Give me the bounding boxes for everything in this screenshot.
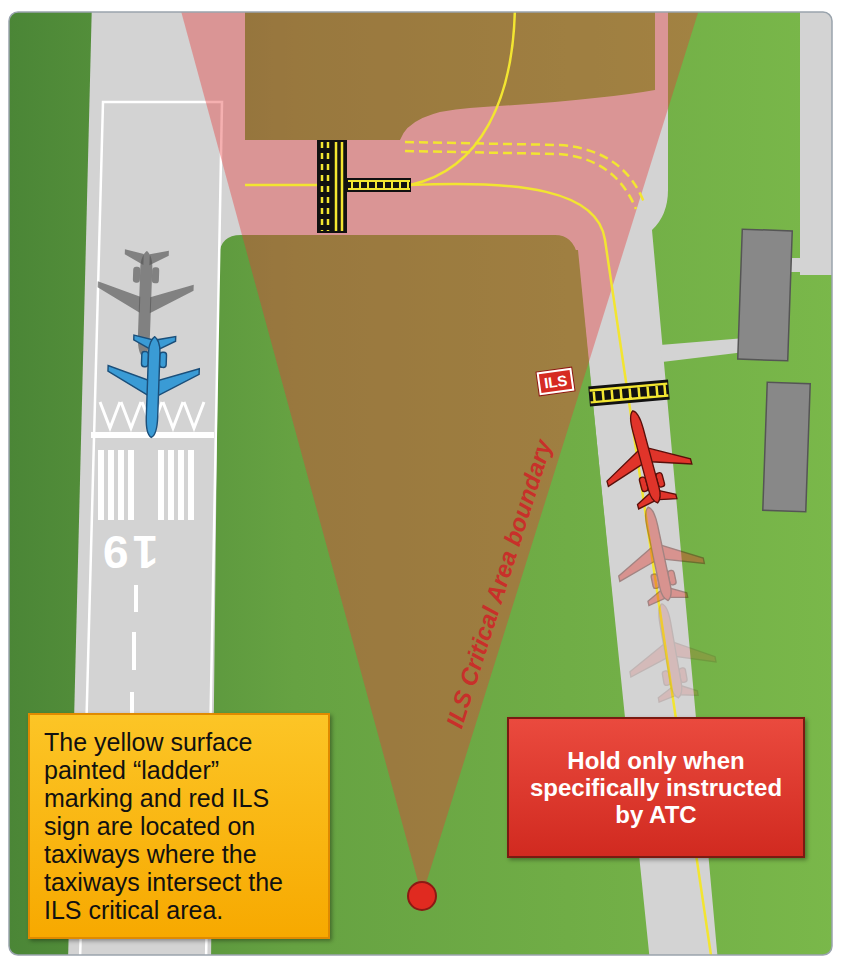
connector-pavement bbox=[785, 258, 832, 272]
marking-ground bbox=[317, 140, 347, 233]
ils-ladder-marking bbox=[347, 178, 411, 192]
runway-number: 19 bbox=[99, 528, 158, 576]
grass bbox=[9, 12, 832, 955]
solid-line bbox=[335, 142, 338, 231]
solid-line bbox=[341, 142, 344, 231]
text-wrap: The yellow surface painted “ladder” mark… bbox=[44, 728, 314, 924]
ladder-lines bbox=[348, 181, 410, 189]
runway-holding-position-marking bbox=[317, 140, 347, 233]
frame bbox=[9, 12, 832, 955]
localizer-antenna bbox=[408, 882, 436, 910]
connector-pavement bbox=[660, 338, 745, 362]
ils-sign: ILS bbox=[537, 368, 575, 396]
hold-box: Hold only when specifically instructed b… bbox=[507, 717, 805, 858]
aircraft-trail bbox=[619, 596, 721, 706]
side-taxiway bbox=[800, 12, 832, 275]
aircraft-trail bbox=[606, 498, 711, 610]
ladder-lines bbox=[590, 384, 669, 403]
text-wrap: Hold only when specifically instructed b… bbox=[525, 747, 787, 828]
taxiway-edge-marking bbox=[405, 151, 636, 209]
building bbox=[738, 229, 793, 361]
dashed-line bbox=[327, 142, 330, 231]
marking-ground bbox=[588, 380, 669, 407]
dashed-line bbox=[321, 142, 324, 231]
note-box: The yellow surface painted “ladder” mark… bbox=[28, 713, 330, 939]
runway-centerline bbox=[132, 585, 136, 730]
ils-ladder-marking bbox=[588, 380, 669, 407]
threshold-stripes bbox=[101, 450, 191, 520]
taxiway-centerline bbox=[410, 12, 515, 185]
building bbox=[763, 382, 810, 511]
box-text: Hold only when specifically instructed b… bbox=[525, 747, 787, 828]
marking-ground bbox=[347, 178, 411, 192]
box-text: The yellow surface painted “ladder” mark… bbox=[44, 728, 314, 924]
box-text: ILS bbox=[543, 371, 568, 391]
taxiing-aircraft bbox=[591, 400, 699, 515]
map-area bbox=[9, 12, 832, 955]
landing-aircraft bbox=[106, 334, 201, 439]
text-wrap: ILS bbox=[543, 371, 568, 391]
